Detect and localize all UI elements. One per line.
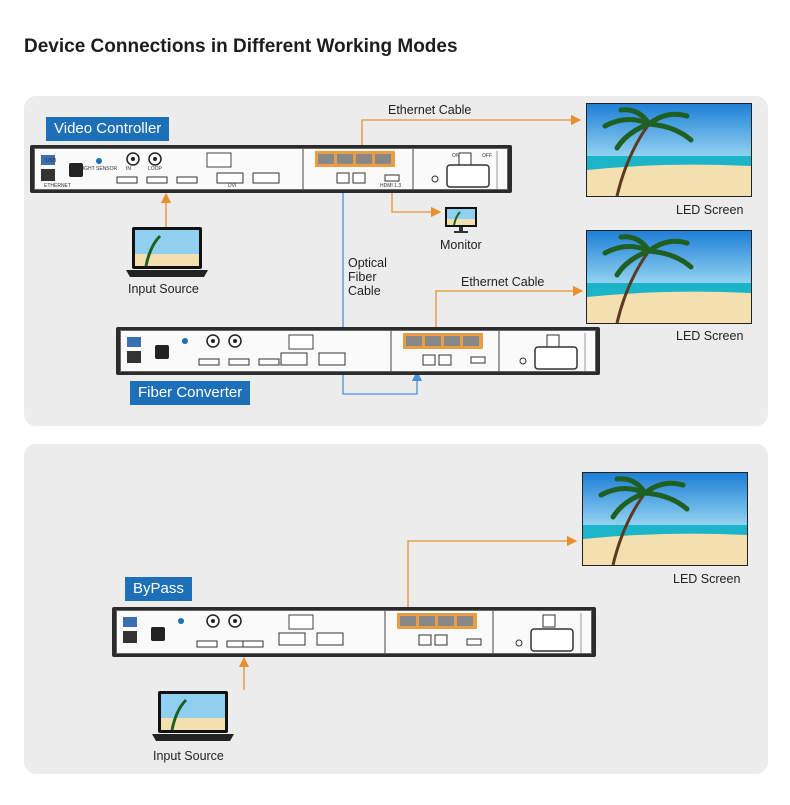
monitor-label: Monitor: [440, 238, 482, 252]
optical-label-line3: Cable: [348, 284, 381, 298]
badge-bypass: ByPass: [125, 577, 192, 601]
led-screen-2-display: [586, 230, 752, 324]
device-loop-label: LOOP: [148, 166, 162, 172]
optical-label-line2: Fiber: [348, 270, 377, 284]
input-source-bypass-label: Input Source: [153, 749, 224, 763]
device-dvi-label: DVI: [228, 183, 237, 189]
device-on-label: ON: [452, 153, 460, 159]
monitor-icon: [444, 206, 478, 234]
device-front-panel-art: [41, 149, 498, 191]
device-hdmi-label: HDMI 1.3: [380, 183, 402, 189]
device-in-label: IN: [126, 166, 131, 172]
device-usb-label: USB: [46, 158, 57, 164]
led-screen-1-label: LED Screen: [676, 203, 744, 217]
device-front-panel-art: [123, 611, 582, 655]
input-source-label: Input Source: [128, 282, 199, 296]
device-light-sensor-label: LIGHT SENSOR: [80, 166, 118, 172]
badge-video-controller: Video Controller: [46, 117, 170, 141]
led-screen-1-display: [586, 103, 752, 197]
laptop-icon: [126, 226, 208, 278]
led-screen-bypass-label: LED Screen: [673, 572, 741, 586]
video-controller-device: [30, 145, 512, 193]
badge-fiber-converter: Fiber Converter: [130, 381, 251, 405]
device-off-label: OFF: [482, 153, 492, 159]
device-ethernet-label: ETHERNET: [44, 183, 71, 189]
bypass-device: [112, 607, 596, 657]
laptop-icon-bypass: [152, 690, 234, 742]
page-title: Device Connections in Different Working …: [24, 36, 458, 57]
led-screen-2-label: LED Screen: [676, 329, 744, 343]
ethernet-cable-label-1: Ethernet Cable: [388, 103, 472, 117]
fiber-converter-device: [116, 327, 600, 375]
optical-fiber-label: Optical Fiber Cable: [348, 256, 387, 298]
optical-label-line1: Optical: [348, 256, 387, 270]
ethernet-cable-label-2: Ethernet Cable: [461, 275, 545, 289]
device-front-panel-art: [127, 331, 586, 373]
led-screen-bypass-display: [582, 472, 748, 566]
